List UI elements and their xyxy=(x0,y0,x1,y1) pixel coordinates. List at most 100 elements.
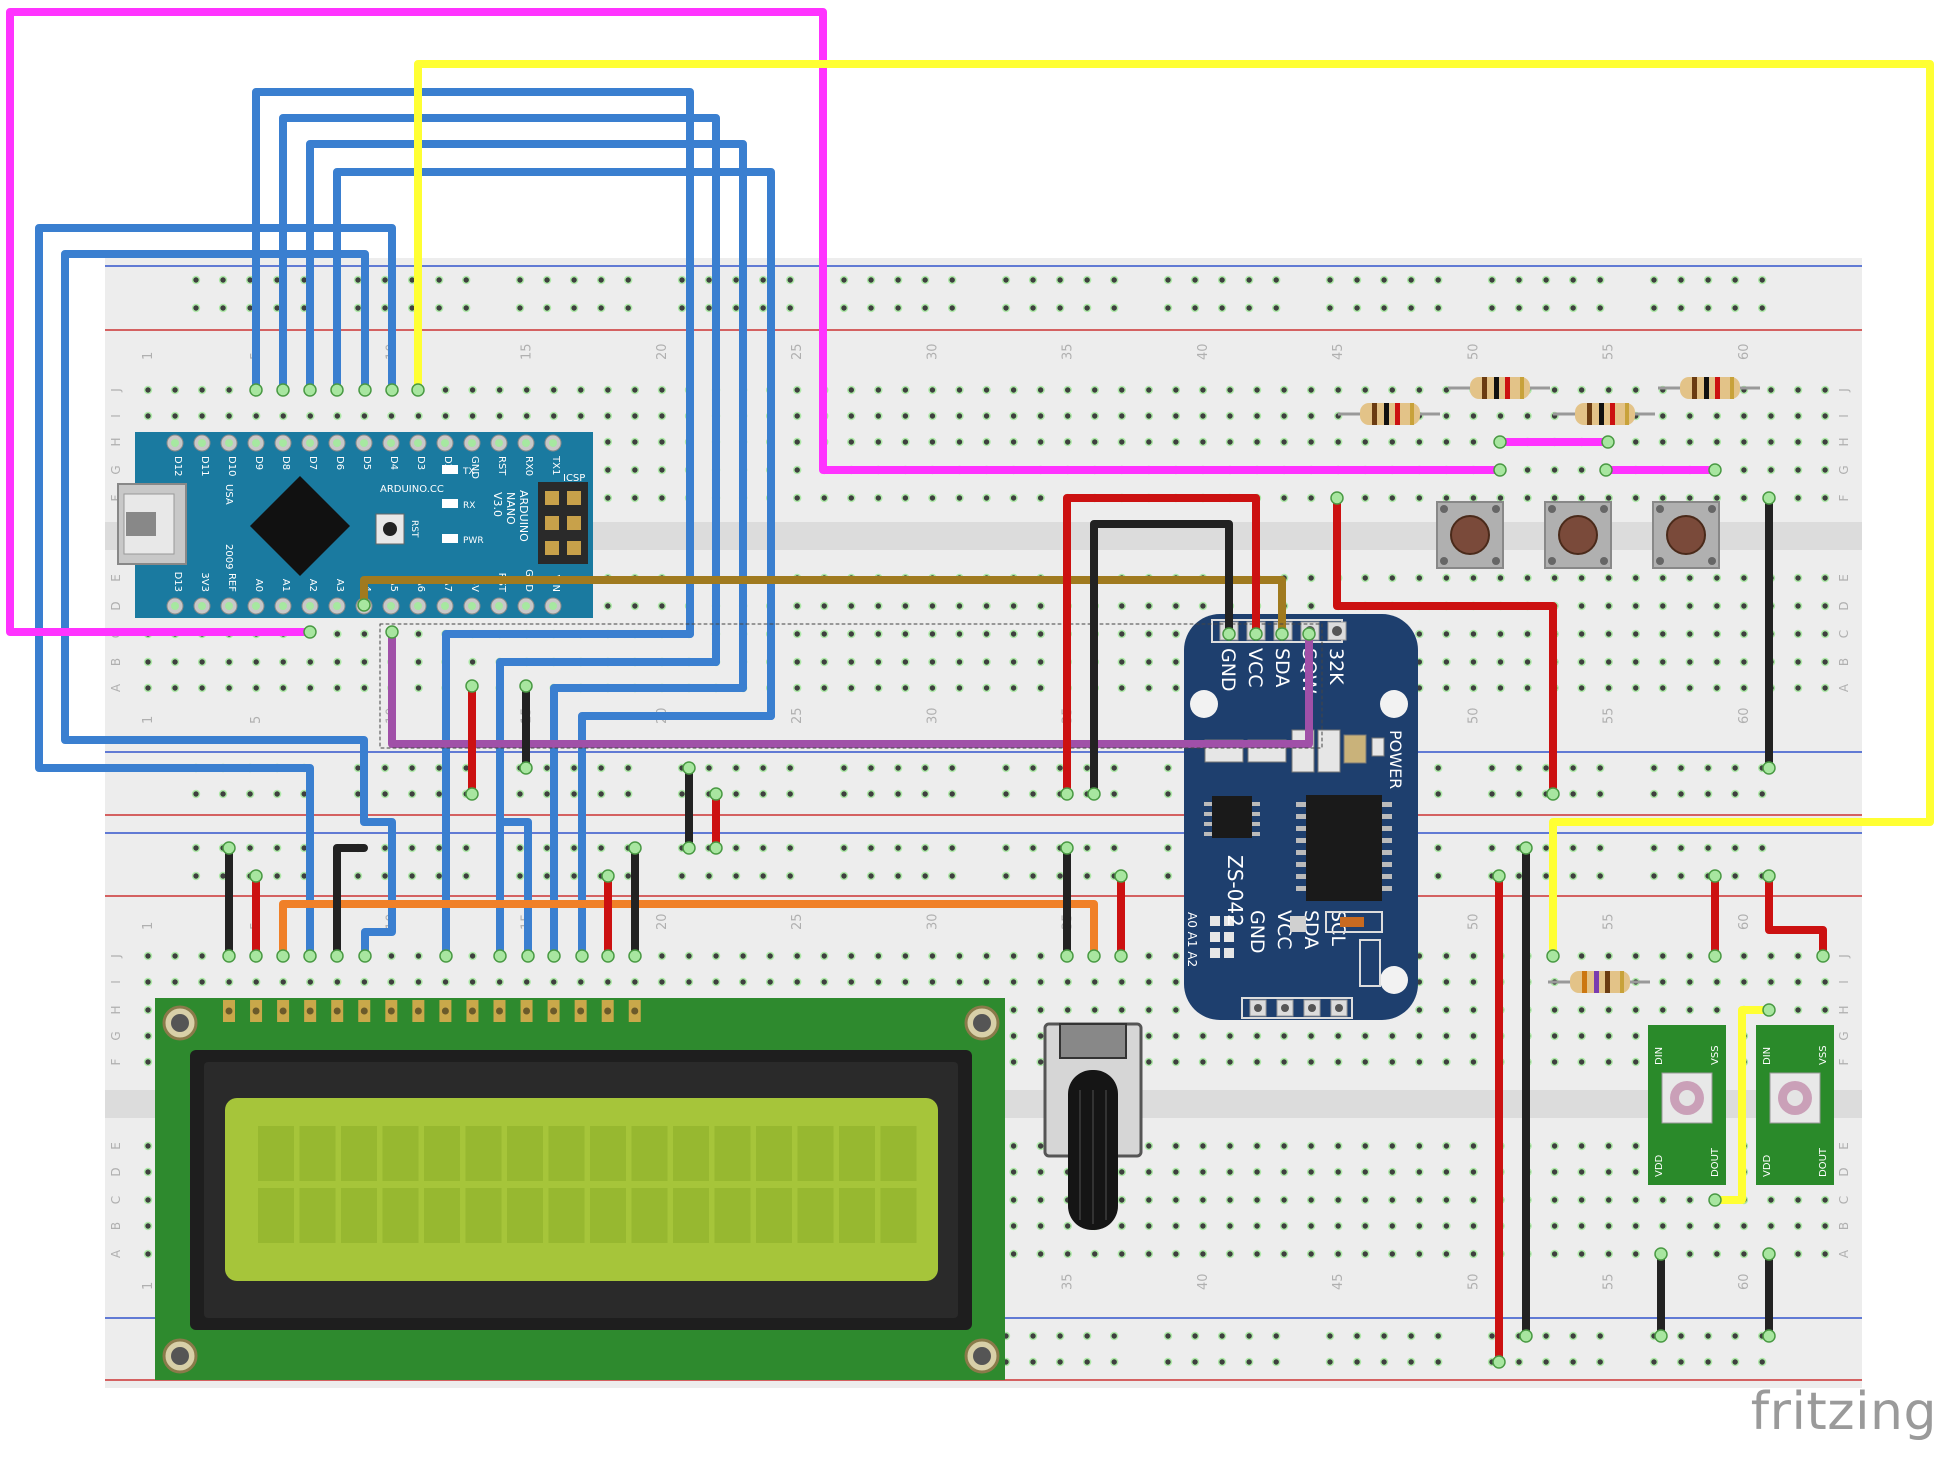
breadboard-hole xyxy=(1712,629,1722,639)
breadboard-hole xyxy=(576,411,585,421)
breadboard-hole xyxy=(1496,629,1505,639)
breadboard-hole xyxy=(1604,493,1613,503)
push-button xyxy=(1544,501,1612,569)
wire-end xyxy=(1493,435,1507,449)
breadboard-hole xyxy=(1415,1057,1424,1067)
breadboard-hole xyxy=(1361,493,1370,503)
breadboard-hole xyxy=(928,951,937,961)
breadboard-hole xyxy=(1244,275,1254,285)
breadboard-hole xyxy=(893,763,903,773)
wire-end xyxy=(521,949,535,963)
breadboard-hole xyxy=(1712,493,1722,503)
wire-brown xyxy=(360,576,1286,638)
breadboard-hole xyxy=(1036,411,1045,421)
breadboard-hole xyxy=(515,843,525,853)
wire-end xyxy=(222,841,236,855)
breadboard-hole xyxy=(170,385,180,395)
breadboard-hole xyxy=(1685,493,1695,503)
breadboard-hole xyxy=(630,465,640,475)
breadboard-hole xyxy=(630,493,640,503)
breadboard-hole xyxy=(569,789,579,799)
wire-end xyxy=(1762,1329,1776,1343)
breadboard-hole xyxy=(306,657,315,667)
breadboard-hole xyxy=(624,789,633,799)
rtc-pin-label: GND xyxy=(1246,910,1268,954)
arduino-pin xyxy=(436,597,454,615)
breadboard-hole xyxy=(928,629,937,639)
lcd-pin xyxy=(439,1000,452,1022)
breadboard-hole xyxy=(1676,763,1686,773)
wire-end xyxy=(1114,869,1128,883)
led-pwr-label: PWR xyxy=(463,536,484,546)
breadboard-hole xyxy=(1117,1005,1127,1015)
breadboard-hole xyxy=(224,977,234,987)
breadboard-hole xyxy=(468,977,477,987)
breadboard-hole xyxy=(576,385,585,395)
breadboard-hole xyxy=(955,683,964,693)
breadboard-hole xyxy=(143,977,153,987)
wires xyxy=(6,8,1934,1369)
breadboard-hole xyxy=(1171,385,1181,395)
breadboard-hole xyxy=(758,843,768,853)
breadboard-hole xyxy=(1190,275,1200,285)
resistor xyxy=(1338,403,1440,425)
breadboard-hole xyxy=(252,411,261,421)
breadboard-hole xyxy=(1820,493,1830,503)
lcd-cell xyxy=(341,1126,377,1181)
resistor xyxy=(1448,377,1550,399)
breadboard-hole xyxy=(1523,465,1532,475)
breadboard-hole xyxy=(1198,1141,1208,1151)
breadboard-hole xyxy=(1469,1167,1478,1177)
wire-purple xyxy=(388,628,1313,748)
breadboard-hole xyxy=(1442,1167,1451,1177)
wire-blue xyxy=(61,250,396,960)
breadboard-hole xyxy=(1388,1249,1397,1259)
lcd-cell xyxy=(258,1126,294,1181)
breadboard-hole xyxy=(1217,303,1227,313)
breadboard-hole xyxy=(596,275,606,285)
breadboard-hole xyxy=(1820,465,1830,475)
breadboard-hole xyxy=(1279,385,1289,395)
arduino-cc-label: ARDUINO.CC xyxy=(380,484,444,495)
breadboard-hole xyxy=(1793,657,1803,667)
led-pin-din-label: DIN xyxy=(1654,1047,1665,1065)
breadboard-hole xyxy=(1496,573,1505,583)
row-letter-label: A xyxy=(1837,683,1851,692)
breadboard-hole xyxy=(1063,977,1072,987)
breadboard-hole xyxy=(1415,1031,1424,1041)
row-letter-label: D xyxy=(1837,601,1851,610)
arduino-pin-label: D13 xyxy=(172,572,183,592)
breadboard-hole xyxy=(1225,1141,1235,1151)
breadboard-hole xyxy=(657,601,667,611)
breadboard-hole xyxy=(839,763,849,773)
arduino-pin-label: RX0 xyxy=(523,456,534,476)
column-number-label: 30 xyxy=(925,343,940,360)
breadboard-hole xyxy=(1469,411,1478,421)
arduino-pin xyxy=(274,434,292,452)
breadboard-hole xyxy=(1388,437,1397,447)
breadboard-hole xyxy=(948,789,957,799)
breadboard-hole xyxy=(1766,1221,1776,1231)
wire-end xyxy=(1762,761,1776,775)
breadboard-hole xyxy=(1082,871,1092,881)
breadboard-hole xyxy=(1198,1167,1208,1177)
breadboard-hole xyxy=(839,789,849,799)
breadboard-hole xyxy=(920,871,930,881)
breadboard-hole xyxy=(1541,871,1551,881)
breadboard-hole xyxy=(1793,977,1803,987)
breadboard-hole xyxy=(596,763,606,773)
breadboard-hole xyxy=(1596,1357,1605,1367)
row-letter-label: D xyxy=(109,601,123,610)
breadboard-hole xyxy=(711,951,721,961)
breadboard-hole xyxy=(1658,493,1668,503)
breadboard-hole xyxy=(1577,683,1586,693)
breadboard-hole xyxy=(839,843,849,853)
breadboard-hole xyxy=(143,1221,153,1231)
breadboard-hole xyxy=(1604,951,1613,961)
breadboard-hole xyxy=(1793,1005,1803,1015)
breadboard-hole xyxy=(793,629,802,639)
arduino-pin xyxy=(382,434,400,452)
rtc-pin xyxy=(1249,999,1267,1017)
breadboard-hole xyxy=(1036,683,1045,693)
breadboard-hole xyxy=(360,629,369,639)
